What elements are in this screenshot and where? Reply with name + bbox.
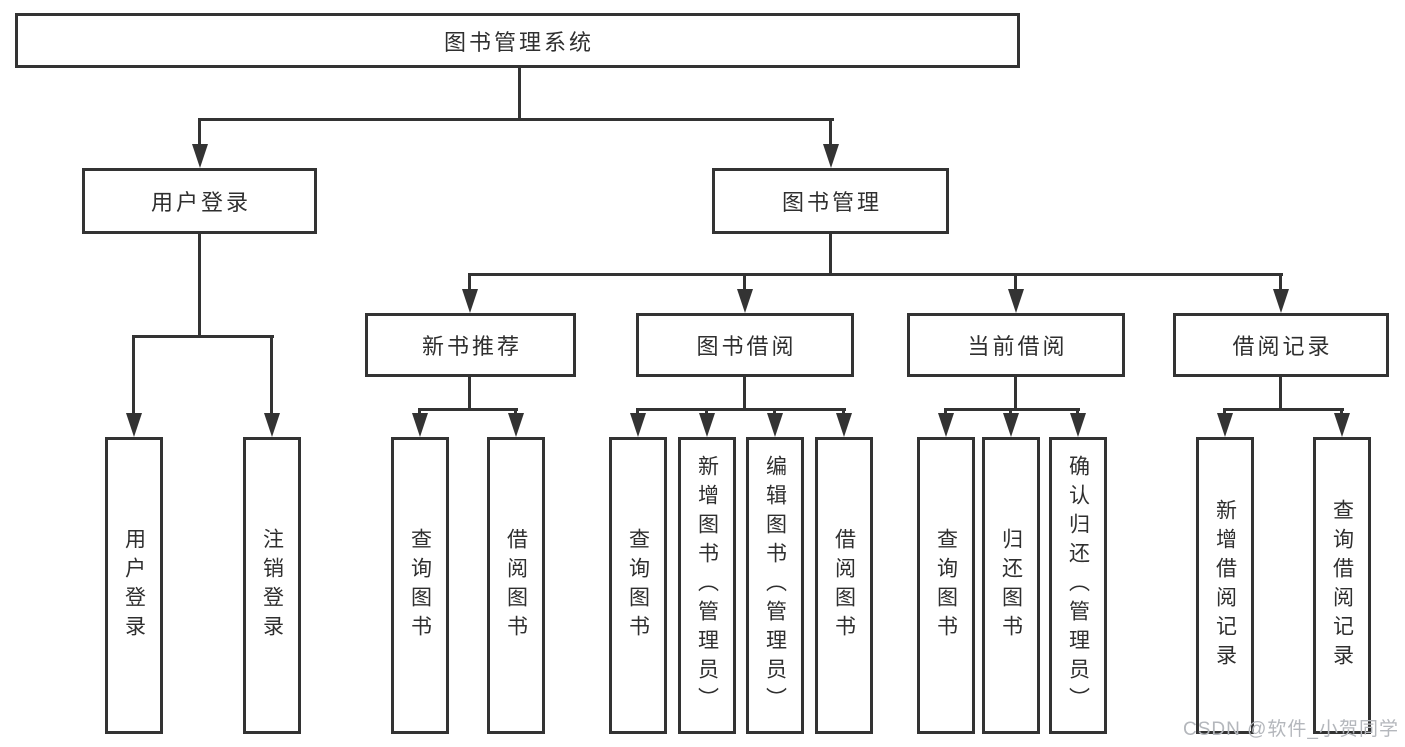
node-label: 借阅记录 (1232, 334, 1333, 359)
leaf-return-books: 归还图书 (982, 437, 1040, 734)
connector-line (1223, 408, 1226, 416)
arrowhead-icon (823, 144, 839, 168)
node-label: 归还图书 (999, 527, 1023, 644)
connector-line (636, 408, 639, 416)
arrowhead-icon (126, 413, 142, 437)
connector-line (270, 335, 273, 415)
node-label: 图书管理 (781, 190, 882, 215)
connector-line (829, 118, 832, 146)
connector-line (773, 408, 776, 416)
leaf-confirm-return-admin: 确认归还（管理员） (1049, 437, 1107, 734)
connector-line (743, 377, 746, 408)
leaf-borrow-books-recommend: 借阅图书 (487, 437, 545, 734)
node-new-book-recommend: 新书推荐 (365, 313, 576, 377)
arrowhead-icon (192, 144, 208, 168)
connector-line (1279, 273, 1282, 291)
connector-line (198, 118, 834, 121)
node-label: 查询图书 (934, 527, 958, 644)
arrowhead-icon (508, 413, 524, 437)
arrowhead-icon (1217, 413, 1233, 437)
connector-line (514, 408, 517, 416)
arrowhead-icon (412, 413, 428, 437)
connector-line (468, 273, 1283, 276)
leaf-add-borrow-record: 新增借阅记录 (1196, 437, 1254, 734)
connector-line (743, 273, 746, 291)
node-library-management-system: 图书管理系统 (15, 13, 1020, 68)
leaf-query-books-recommend: 查询图书 (391, 437, 449, 734)
leaf-logout: 注销登录 (243, 437, 301, 734)
connector-line (198, 234, 201, 335)
node-label: 新增图书（管理员） (695, 455, 719, 716)
node-book-management: 图书管理 (712, 168, 949, 234)
arrowhead-icon (1334, 413, 1350, 437)
node-current-borrowing: 当前借阅 (907, 313, 1125, 377)
connector-line (944, 408, 947, 416)
connector-line (1340, 408, 1343, 416)
node-book-borrowing: 图书借阅 (636, 313, 854, 377)
leaf-edit-book-admin: 编辑图书（管理员） (746, 437, 804, 734)
arrowhead-icon (1003, 413, 1019, 437)
connector-line (132, 335, 135, 415)
node-label: 查询借阅记录 (1330, 498, 1354, 673)
node-label: 借阅图书 (832, 527, 856, 644)
connector-line (198, 118, 201, 146)
node-label: 确认归还（管理员） (1066, 455, 1090, 716)
node-label: 借阅图书 (504, 527, 528, 644)
node-label: 新书推荐 (421, 334, 522, 359)
arrowhead-icon (462, 289, 478, 313)
connector-line (1076, 408, 1079, 416)
connector-line (1223, 408, 1344, 411)
node-label: 查询图书 (626, 527, 650, 644)
node-label: 用户登录 (122, 527, 146, 644)
connector-line (636, 408, 846, 411)
connector-line (468, 273, 471, 291)
arrowhead-icon (264, 413, 280, 437)
node-label: 当前借阅 (967, 334, 1068, 359)
arrowhead-icon (938, 413, 954, 437)
node-label: 查询图书 (408, 527, 432, 644)
node-label: 用户登录 (150, 190, 251, 215)
node-borrowing-records: 借阅记录 (1173, 313, 1389, 377)
arrowhead-icon (767, 413, 783, 437)
arrowhead-icon (1273, 289, 1289, 313)
node-label: 图书管理系统 (443, 29, 594, 55)
leaf-borrow-books-borrowing: 借阅图书 (815, 437, 873, 734)
arrowhead-icon (630, 413, 646, 437)
connector-line (418, 408, 518, 411)
leaf-query-books-borrowing: 查询图书 (609, 437, 667, 734)
connector-line (1014, 377, 1017, 408)
connector-line (518, 68, 521, 118)
connector-line (418, 408, 421, 416)
connector-line (132, 335, 274, 338)
arrowhead-icon (836, 413, 852, 437)
node-label: 新增借阅记录 (1213, 498, 1237, 673)
connector-line (1014, 273, 1017, 291)
connector-line (842, 408, 845, 416)
arrowhead-icon (1008, 289, 1024, 313)
arrowhead-icon (699, 413, 715, 437)
connector-line (829, 234, 832, 273)
leaf-query-borrow-record: 查询借阅记录 (1313, 437, 1371, 734)
connector-line (705, 408, 708, 416)
watermark: CSDN @软件_小贺同学 (1183, 719, 1399, 740)
node-user-login: 用户登录 (82, 168, 317, 234)
arrowhead-icon (737, 289, 753, 313)
node-label: 图书借阅 (696, 334, 797, 359)
leaf-user-login: 用户登录 (105, 437, 163, 734)
connector-line (1009, 408, 1012, 416)
leaf-query-books-current: 查询图书 (917, 437, 975, 734)
connector-line (1279, 377, 1282, 408)
connector-line (468, 377, 471, 408)
arrowhead-icon (1070, 413, 1086, 437)
node-label: 编辑图书（管理员） (763, 455, 787, 716)
leaf-add-book-admin: 新增图书（管理员） (678, 437, 736, 734)
node-label: 注销登录 (260, 527, 284, 644)
connector-line (944, 408, 1080, 411)
